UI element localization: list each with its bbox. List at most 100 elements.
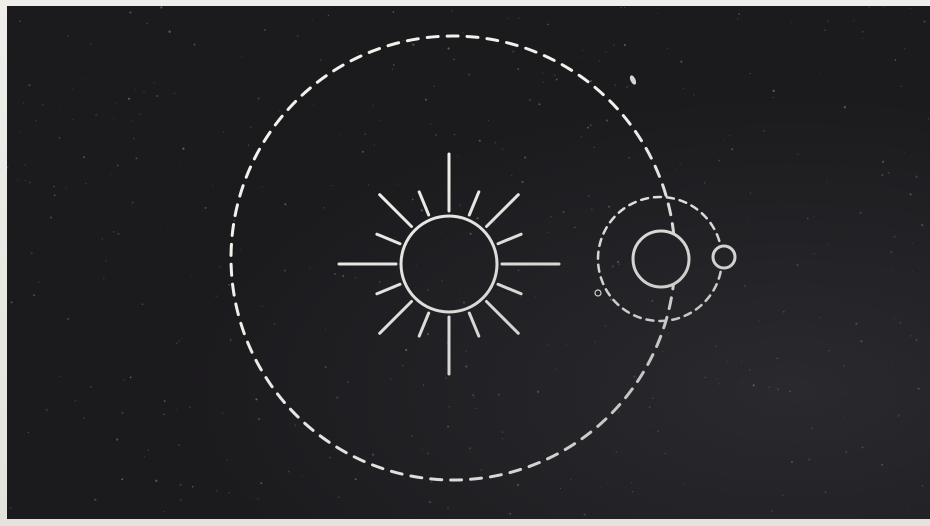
star-speck bbox=[813, 253, 815, 255]
star-speck bbox=[403, 478, 404, 479]
star-speck bbox=[494, 222, 495, 223]
star-speck bbox=[855, 323, 857, 325]
star-speck bbox=[435, 134, 437, 136]
star-speck bbox=[715, 346, 717, 348]
star-speck bbox=[441, 280, 443, 282]
star-speck bbox=[894, 318, 895, 319]
earth bbox=[633, 231, 689, 287]
star-speck bbox=[600, 487, 601, 488]
star-speck bbox=[610, 298, 612, 300]
sun-ray bbox=[377, 284, 400, 294]
star-speck bbox=[372, 454, 374, 456]
diagram-panel bbox=[7, 6, 930, 519]
star-speck bbox=[295, 424, 297, 426]
star-speck bbox=[459, 205, 460, 206]
star-speck bbox=[449, 406, 450, 407]
star-speck bbox=[31, 252, 33, 254]
earth-orbit bbox=[231, 36, 675, 480]
star-speck bbox=[90, 43, 92, 45]
star-speck bbox=[904, 48, 906, 50]
star-speck bbox=[800, 419, 801, 420]
star-speck bbox=[132, 202, 134, 204]
star-speck bbox=[570, 479, 571, 480]
star-speck bbox=[84, 417, 85, 418]
sun-earth-moon-diagram bbox=[7, 6, 930, 519]
star-speck bbox=[123, 379, 125, 381]
star-speck bbox=[392, 69, 393, 70]
star-speck bbox=[357, 52, 359, 54]
star-speck bbox=[412, 44, 414, 46]
star-speck bbox=[24, 164, 26, 166]
star-speck bbox=[261, 186, 262, 187]
star-speck bbox=[249, 370, 250, 371]
star-speck bbox=[916, 339, 918, 341]
star-speck bbox=[116, 439, 118, 441]
star-speck bbox=[189, 407, 190, 408]
star-speck bbox=[472, 394, 474, 396]
star-speck bbox=[843, 416, 844, 417]
star-speck bbox=[667, 48, 668, 49]
star-speck bbox=[234, 220, 235, 221]
sun-rays bbox=[339, 154, 559, 374]
star-speck bbox=[117, 233, 119, 235]
star-speck bbox=[205, 207, 207, 209]
star-speck bbox=[791, 22, 792, 23]
star-speck bbox=[248, 487, 249, 488]
star-speck bbox=[42, 104, 44, 106]
star-speck bbox=[608, 206, 610, 208]
star-speck bbox=[241, 249, 242, 250]
star-speck bbox=[556, 368, 558, 370]
star-speck bbox=[861, 340, 863, 342]
star-speck bbox=[904, 174, 905, 175]
star-speck bbox=[365, 133, 366, 134]
star-speck bbox=[587, 127, 589, 129]
star-speck bbox=[28, 432, 29, 433]
star-speck bbox=[904, 152, 905, 153]
star-speck bbox=[522, 181, 524, 183]
star-speck bbox=[921, 224, 923, 226]
star-speck bbox=[594, 341, 595, 342]
star-speck bbox=[488, 120, 489, 121]
star-speck bbox=[729, 135, 730, 136]
star-speck bbox=[613, 454, 614, 455]
star-speck bbox=[765, 469, 766, 470]
star-speck bbox=[827, 21, 828, 22]
star-speck bbox=[292, 248, 293, 249]
star-speck bbox=[121, 412, 123, 414]
star-speck bbox=[192, 486, 194, 488]
orbit-speck bbox=[629, 74, 638, 85]
star-speck bbox=[83, 156, 85, 158]
star-speck bbox=[517, 68, 519, 70]
star-speck bbox=[111, 174, 112, 175]
star-speck bbox=[476, 408, 477, 409]
star-speck bbox=[255, 398, 257, 400]
star-speck bbox=[379, 281, 380, 282]
star-speck bbox=[53, 186, 54, 187]
star-speck bbox=[154, 82, 155, 83]
star-speck bbox=[652, 398, 654, 400]
star-speck bbox=[50, 217, 52, 219]
star-speck bbox=[429, 501, 431, 503]
sun-ray bbox=[419, 313, 429, 336]
star-speck bbox=[502, 431, 504, 433]
star-speck bbox=[538, 103, 540, 105]
star-speck bbox=[25, 180, 26, 181]
star-speck bbox=[17, 180, 19, 182]
star-speck bbox=[605, 51, 607, 53]
star-speck bbox=[828, 350, 829, 351]
star-speck bbox=[477, 217, 479, 219]
star-speck bbox=[753, 384, 755, 386]
star-speck bbox=[758, 320, 760, 322]
star-speck bbox=[334, 273, 336, 275]
star-speck bbox=[744, 285, 746, 287]
star-speck bbox=[144, 456, 145, 457]
star-speck bbox=[796, 264, 798, 266]
star-speck bbox=[228, 284, 230, 286]
star-speck bbox=[529, 99, 531, 101]
star-speck bbox=[624, 7, 625, 8]
star-speck bbox=[923, 21, 925, 23]
star-speck bbox=[297, 35, 299, 37]
star-speck bbox=[560, 488, 561, 489]
star-speck bbox=[66, 188, 67, 189]
star-speck bbox=[277, 69, 278, 70]
